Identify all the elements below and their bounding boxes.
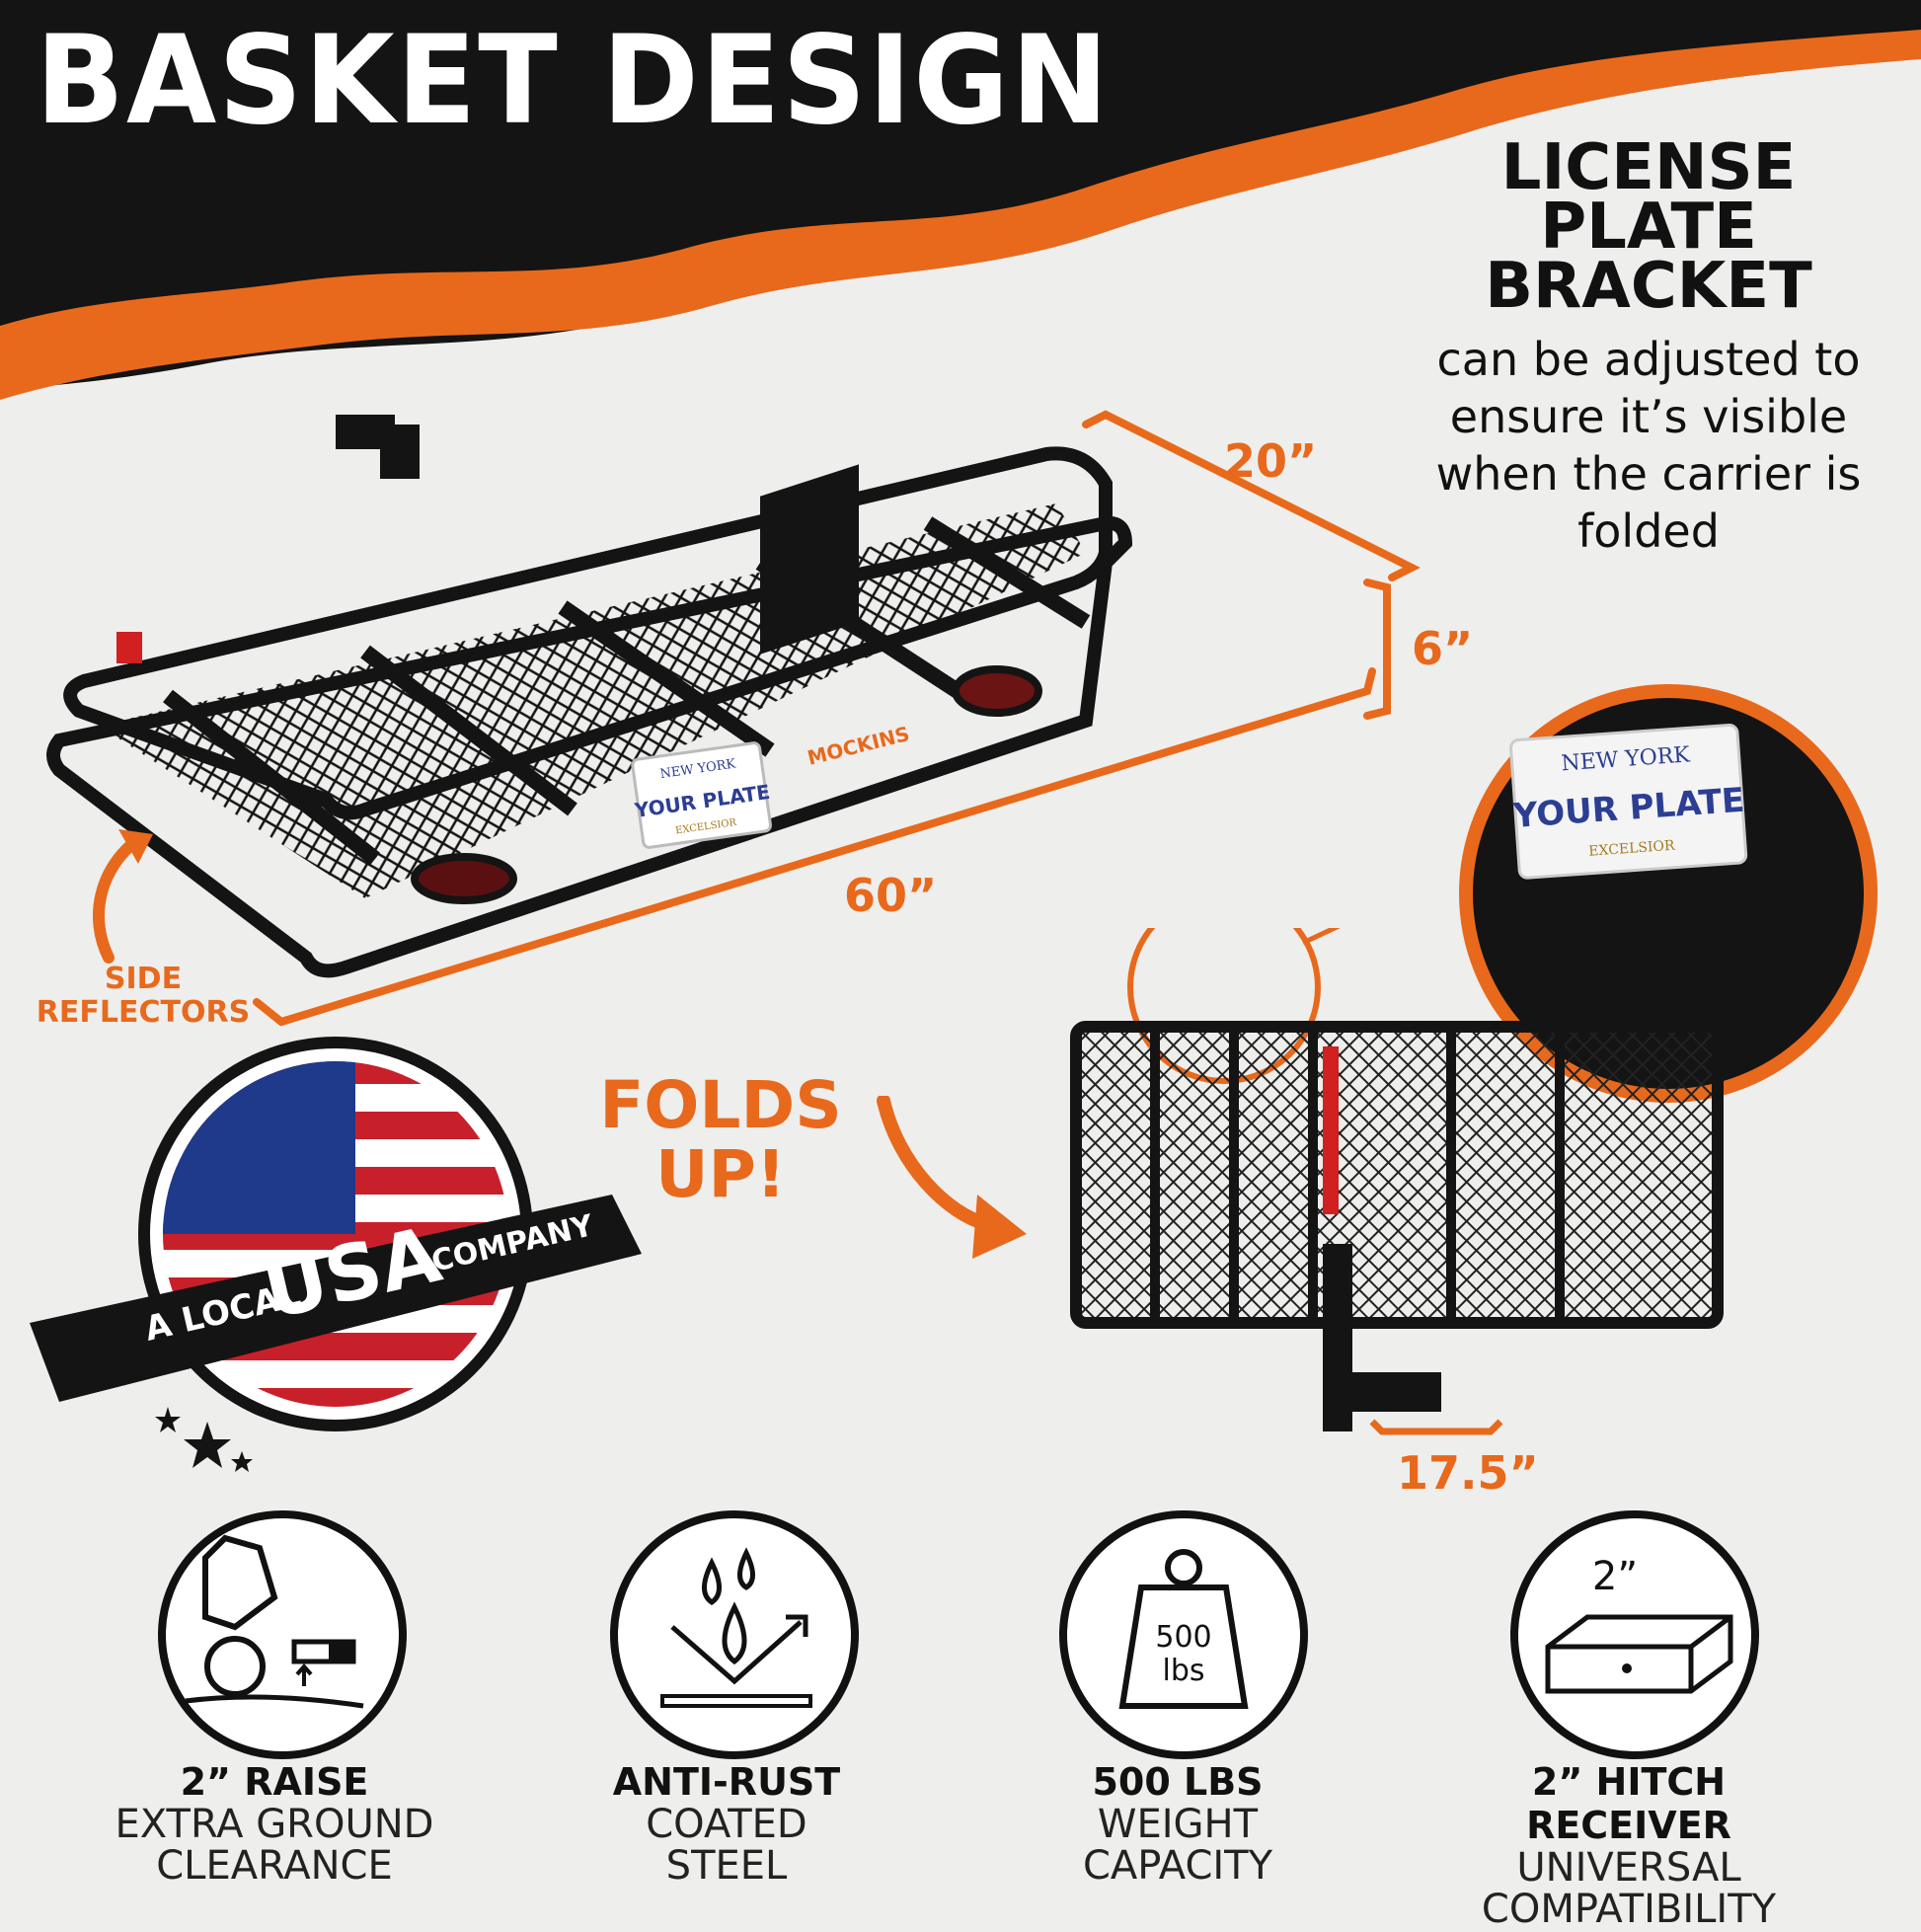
feature-heading: ANTI-RUST [612, 1760, 841, 1804]
tube-size: 2” [1592, 1554, 1638, 1599]
feature-line: COATED [646, 1802, 807, 1847]
brand-logo: MOCKINS [805, 722, 911, 770]
water-drop-icon [610, 1510, 859, 1759]
stars-icon [155, 1407, 253, 1472]
width-dimension-line [1082, 410, 1421, 581]
feature-line: WEIGHT [1097, 1802, 1259, 1847]
feature-heading: 2” HITCH RECEIVER [1526, 1760, 1731, 1847]
weight-icon: 500 lbs [1059, 1510, 1308, 1759]
hitch-tube-icon: 2” [1510, 1510, 1759, 1759]
header-banner [0, 0, 1921, 400]
folds-up-label: FOLDS UP! [599, 1067, 842, 1212]
dim-folded-depth: 17.5” [1397, 1446, 1539, 1500]
curved-arrow-right-icon [877, 1096, 1027, 1259]
feature-raise: 2” RAISE EXTRA GROUND CLEARANCE [77, 1760, 472, 1887]
curved-arrow-icon [93, 829, 153, 964]
feature-line: STEEL [665, 1843, 788, 1889]
feature-line: CAPACITY [1082, 1843, 1273, 1889]
page-title: BASKET DESIGN [36, 8, 1111, 152]
dim-length: 60” [844, 869, 938, 922]
feature-heading: 2” RAISE [180, 1760, 369, 1804]
height-dimension-line [1363, 579, 1391, 720]
plate-zoom-circle: NEW YORK YOUR PLATE EXCELSIOR [1459, 684, 1878, 1103]
length-dimension-line [253, 667, 1376, 1027]
feature-anti-rust: ANTI-RUST COATED STEEL [529, 1760, 924, 1887]
feature-line: UNIVERSAL [1516, 1845, 1741, 1891]
license-description: can be adjusted to ensure it’s visible w… [1435, 333, 1862, 558]
feature-line: CLEARANCE [156, 1843, 393, 1889]
folded-basket-illustration [1070, 928, 1724, 1435]
weight-unit: lbs [1162, 1654, 1204, 1688]
dim-width: 20” [1224, 434, 1318, 488]
feature-line: EXTRA GROUND [115, 1802, 434, 1847]
basket-illustration: NEW YORK YOUR PLATE EXCELSIOR MOCKINS [46, 410, 1421, 1027]
feature-hitch: 2” HITCH RECEIVER UNIVERSAL COMPATIBILIT… [1431, 1760, 1826, 1930]
license-heading: LICENSE PLATE BRACKET [1485, 131, 1812, 323]
dim-height: 6” [1412, 622, 1474, 675]
weight-value: 500 [1155, 1620, 1211, 1655]
side-reflectors-label: SIDE REFLECTORS [36, 962, 251, 1030]
feature-heading: 500 LBS [1092, 1760, 1264, 1804]
zoom-plate-motto: EXCELSIOR [1588, 838, 1676, 860]
usa-badge: A LOCAL USA COMPANY [30, 1037, 642, 1472]
feature-line: COMPATIBILITY [1481, 1887, 1777, 1932]
raise-icon [158, 1510, 407, 1759]
feature-weight: 500 LBS WEIGHT CAPACITY [980, 1760, 1375, 1887]
